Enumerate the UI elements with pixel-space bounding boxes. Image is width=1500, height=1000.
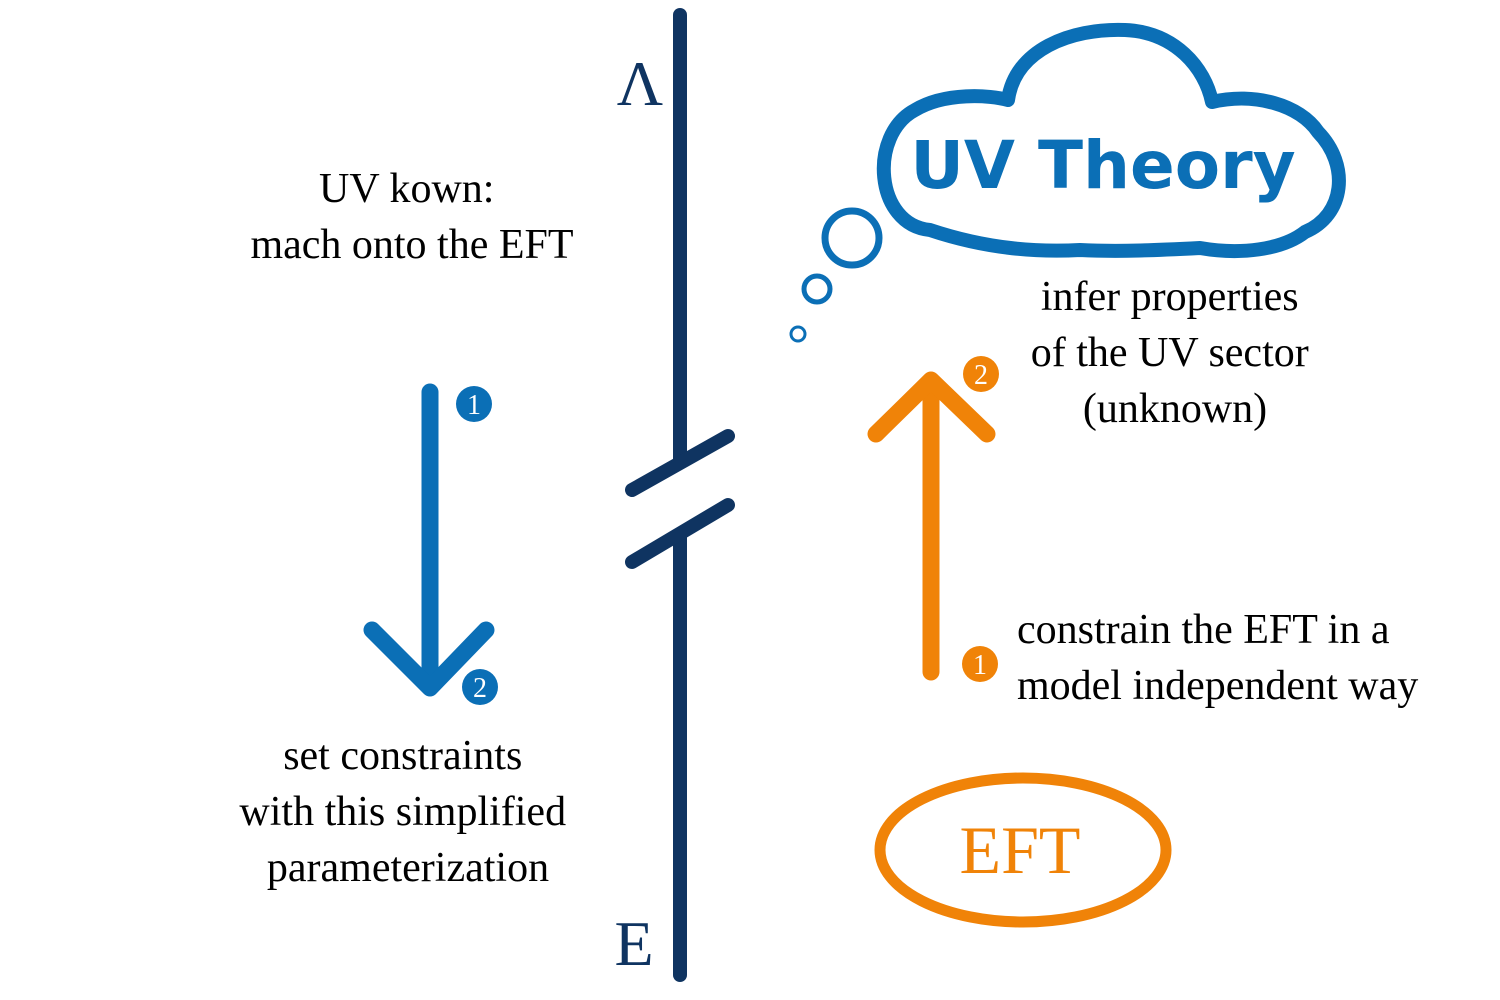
right-step-1-circle (962, 646, 998, 682)
bottom-up-arrow-head (867, 371, 996, 443)
right-step-1-marker: 1 (962, 646, 998, 682)
left-step-2-marker: 2 (462, 669, 498, 705)
left-step-2-circle (462, 669, 498, 705)
right-infer-line-3: (unknown) (1083, 386, 1267, 432)
left-step-1-marker: 1 (456, 386, 492, 422)
thought-bubbles (789, 207, 883, 343)
left-top-line-2: mach onto the EFT (250, 222, 573, 268)
left-step-1-circle (456, 386, 492, 422)
uv-theory-label: UV Theory (910, 127, 1295, 204)
axis-break-mark-upper (625, 429, 735, 497)
left-top-text: UV kown: mach onto the EFT (250, 166, 573, 268)
left-bottom-line-3: parameterization (267, 845, 549, 891)
thought-bubble-small (789, 325, 807, 343)
left-top-line-1: UV kown: (319, 166, 494, 212)
right-step-2-circle (963, 356, 999, 392)
right-panel: UV Theory infer properties of the UV sec… (789, 22, 1418, 928)
right-infer-text: infer properties of the UV sector (unkno… (1031, 274, 1319, 432)
right-constrain-line-1: constrain the EFT in a (1017, 607, 1390, 653)
axis-bottom-label: E (614, 908, 653, 979)
top-down-arrow (363, 383, 495, 697)
thought-bubble-medium (801, 273, 833, 305)
eft-ellipse-outline (874, 772, 1172, 928)
left-bottom-line-2: with this simplified (239, 789, 566, 835)
axis-break-mark-lower (625, 498, 735, 569)
right-infer-line-2: of the UV sector (1031, 330, 1309, 376)
right-constrain-text: constrain the EFT in a model independent… (1017, 607, 1418, 709)
thought-bubble-large (821, 207, 883, 269)
top-down-arrow-head (363, 621, 495, 697)
right-constrain-line-2: model independent way (1017, 663, 1418, 709)
eft-label: EFT (960, 812, 1081, 888)
right-step-2-marker: 2 (963, 356, 999, 392)
eft-ellipse: EFT (874, 772, 1172, 928)
energy-axis: Λ E (614, 8, 735, 982)
axis-top-label: Λ (617, 48, 663, 119)
cloud-outline (876, 22, 1346, 259)
right-step-1-number: 1 (973, 650, 987, 681)
right-infer-line-1: infer properties (1041, 274, 1299, 320)
left-step-1-number: 1 (467, 390, 481, 421)
left-panel: UV kown: mach onto the EFT 1 2 set const… (239, 166, 576, 891)
left-bottom-text: set constraints with this simplified par… (239, 733, 576, 891)
left-step-2-number: 2 (473, 673, 487, 704)
bottom-up-arrow (867, 371, 996, 681)
right-step-2-number: 2 (974, 360, 988, 391)
left-bottom-line-1: set constraints (283, 733, 522, 779)
uv-theory-cloud: UV Theory (876, 22, 1346, 259)
